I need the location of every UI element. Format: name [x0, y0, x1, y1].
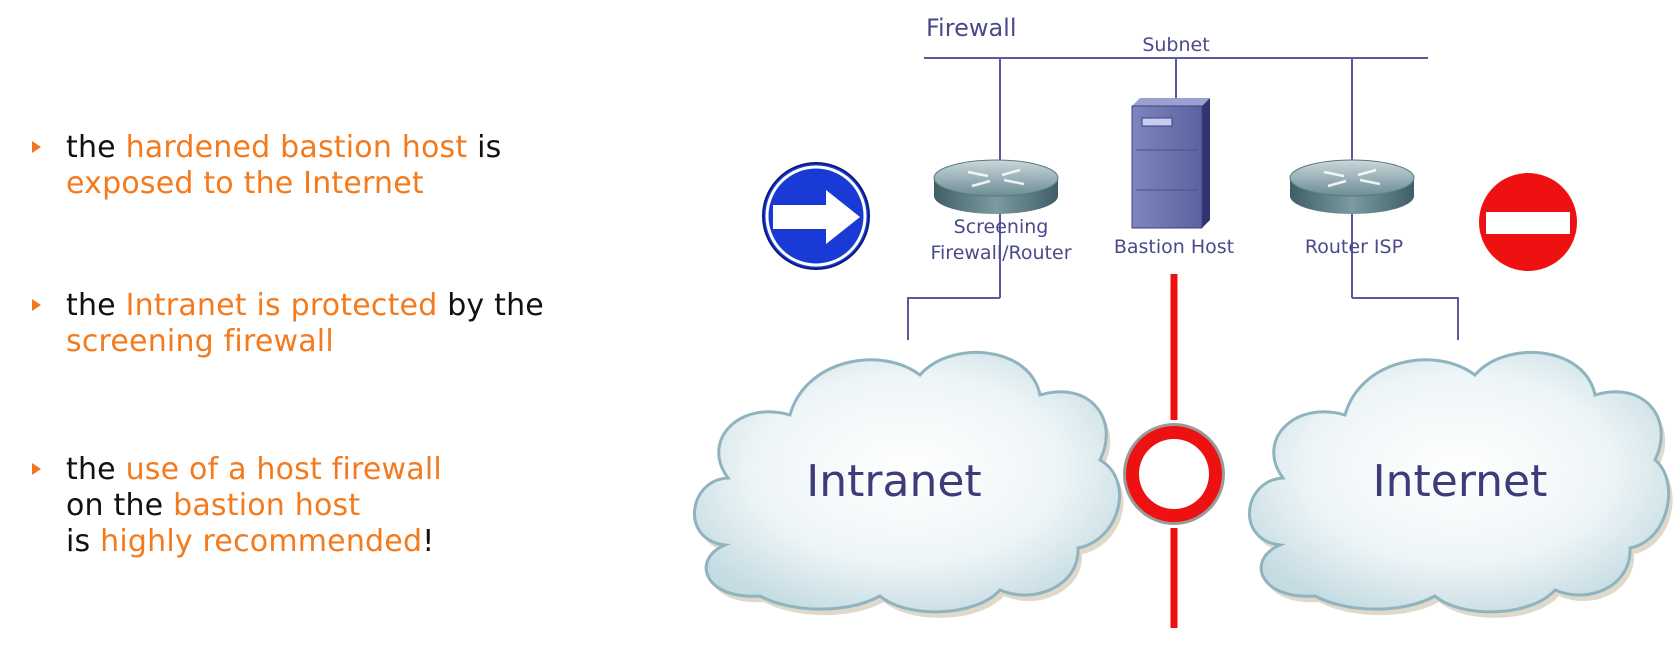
bullet-marker-icon — [32, 463, 41, 475]
highlight-text: screening firewall — [66, 324, 334, 359]
bullet-marker-icon — [32, 141, 41, 153]
bullet-line: the use of a host firewall — [66, 452, 442, 488]
screening-router-label-2: Firewall/Router — [930, 242, 1071, 264]
blue-arrow-sign-icon — [762, 162, 870, 270]
bastion-label: Bastion Host — [1114, 236, 1234, 258]
plain-text: the — [66, 130, 126, 165]
bullet-line: on the bastion host — [66, 488, 442, 524]
plain-text: by the — [437, 288, 544, 323]
intranet-label: Intranet — [806, 456, 981, 507]
subnet-bus — [907, 57, 1459, 340]
highlight-text: Intranet is protected — [125, 288, 438, 323]
internet-cloud-icon — [1248, 350, 1673, 618]
bullet-line: the Intranet is protected by the — [66, 288, 544, 324]
bullet-line: screening firewall — [66, 324, 544, 360]
screening-router-label-1: Screening — [954, 216, 1049, 238]
highlight-text: bastion host — [173, 488, 361, 523]
highlight-text: hardened bastion host — [125, 130, 468, 165]
bullet-marker-icon — [32, 299, 41, 311]
plain-text: the — [66, 288, 126, 323]
plain-text: is — [467, 130, 502, 165]
isp-router-label: Router ISP — [1305, 236, 1403, 258]
screening-router-icon — [933, 159, 1059, 214]
no-vehicles-sign-icon — [1123, 423, 1225, 525]
highlight-text: exposed to the Internet — [66, 166, 424, 201]
highlight-text: highly recommended — [100, 524, 423, 559]
internet-label: Internet — [1373, 456, 1548, 507]
bastion-server-icon — [1131, 98, 1210, 229]
isp-router-icon — [1289, 159, 1415, 214]
no-entry-sign-icon — [1479, 173, 1577, 271]
plain-text: is — [66, 524, 101, 559]
plain-text: ! — [422, 524, 435, 559]
plain-text: the — [66, 452, 126, 487]
bullet-line: is highly recommended! — [66, 524, 442, 560]
firewall-label: Firewall — [926, 14, 1017, 42]
bullet-line: the hardened bastion host is — [66, 130, 501, 166]
intranet-cloud-icon — [693, 350, 1124, 618]
bullet-line: exposed to the Internet — [66, 166, 501, 202]
highlight-text: use of a host firewall — [125, 452, 442, 487]
subnet-label: Subnet — [1142, 34, 1209, 56]
plain-text: on the — [66, 488, 174, 523]
